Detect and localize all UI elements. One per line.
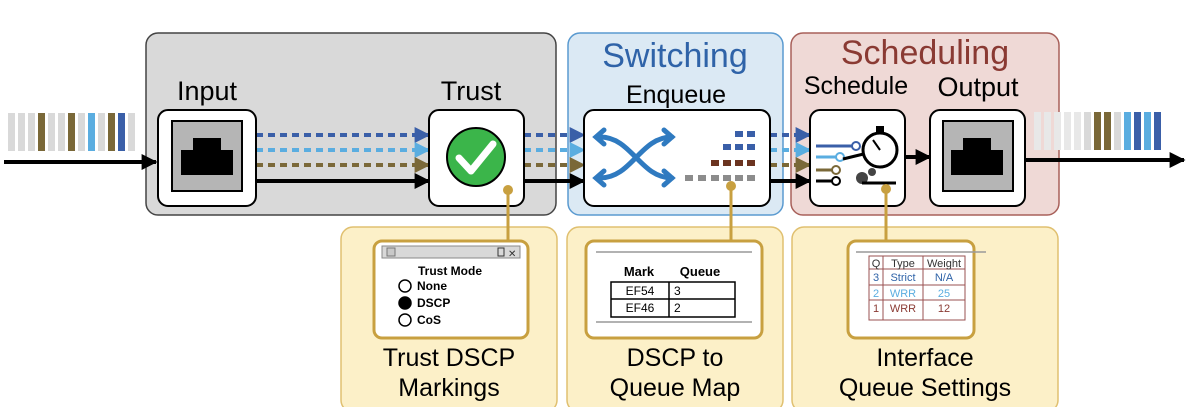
- radio-button[interactable]: [398, 313, 412, 327]
- settings-header: Type: [891, 258, 915, 270]
- settings-cell: WRR: [890, 303, 916, 315]
- map-caption-line2: Queue Map: [610, 374, 741, 402]
- trust-caption-line1: Trust DSCP: [383, 344, 515, 372]
- trust-window-titlebar: [381, 245, 521, 259]
- queue-map-table: [610, 281, 736, 318]
- settings-cell: 1: [873, 303, 879, 315]
- trust-option-label: None: [417, 279, 447, 293]
- scheduling-title: Scheduling: [841, 34, 1009, 72]
- marked-flows-to-switch: [524, 127, 586, 173]
- settings-detail-connector: [881, 184, 891, 245]
- enqueue-label: Enqueue: [626, 81, 726, 109]
- trust-option-none[interactable]: None: [398, 279, 447, 293]
- map-cell: 2: [674, 301, 681, 315]
- switching-title: Switching: [602, 37, 748, 75]
- enqueue-box: [583, 109, 771, 207]
- egress-packet-queue: [1034, 112, 1161, 150]
- map-detail-connector: [726, 181, 736, 245]
- settings-cell: N/A: [935, 272, 954, 284]
- trust-label: Trust: [441, 76, 502, 106]
- settings-cell: 2: [873, 288, 879, 300]
- trust-option-label: DSCP: [417, 296, 450, 310]
- trust-window-frame: [372, 239, 530, 340]
- ethernet-port-icon: [171, 120, 243, 192]
- trust-option-cos[interactable]: CoS: [398, 313, 441, 327]
- queue-bars-icon: [685, 131, 755, 181]
- map-cell: EF54: [626, 284, 655, 298]
- ingress-packet-queue: [8, 113, 135, 151]
- svg-text:✕: ✕: [508, 249, 516, 260]
- settings-cell: WRR: [890, 288, 916, 300]
- settings-cell: 3: [873, 272, 879, 284]
- settings-cell: 25: [938, 288, 950, 300]
- trust-caption-line2: Markings: [398, 374, 499, 402]
- settings-cell: 12: [938, 303, 950, 315]
- settings-header: Q: [872, 258, 881, 270]
- schedule-label: Schedule: [804, 72, 908, 100]
- marked-flows-to-trust: [256, 127, 431, 189]
- settings-header: Weight: [927, 258, 961, 270]
- input-label: Input: [177, 76, 238, 106]
- scheduler-stopwatch-icon: [816, 126, 899, 186]
- marked-flows-to-scheduler: [770, 127, 812, 189]
- output-label: Output: [937, 72, 1019, 102]
- trust-option-dscp[interactable]: DSCP: [398, 296, 450, 310]
- map-header-mark: Mark: [624, 264, 655, 279]
- settings-caption-line1: Interface: [876, 344, 973, 372]
- map-caption-line1: DSCP to: [627, 344, 724, 372]
- ethernet-port-icon: [942, 120, 1014, 192]
- radio-button-selected[interactable]: [398, 296, 412, 310]
- map-header-queue: Queue: [680, 264, 720, 279]
- trust-detail-connector: [503, 185, 513, 245]
- check-icon: [446, 127, 506, 187]
- trust-option-label: CoS: [417, 313, 441, 327]
- settings-caption-line2: Queue Settings: [839, 374, 1011, 402]
- shuffle-icon: [592, 127, 676, 188]
- settings-cell: Strict: [890, 272, 915, 284]
- queue-settings-table: [868, 255, 966, 321]
- trust-mode-heading: Trust Mode: [418, 264, 482, 278]
- window-controls-icon: ✕: [386, 247, 516, 260]
- map-cell: 3: [674, 284, 681, 298]
- map-cell: EF46: [626, 301, 655, 315]
- radio-button[interactable]: [398, 279, 412, 293]
